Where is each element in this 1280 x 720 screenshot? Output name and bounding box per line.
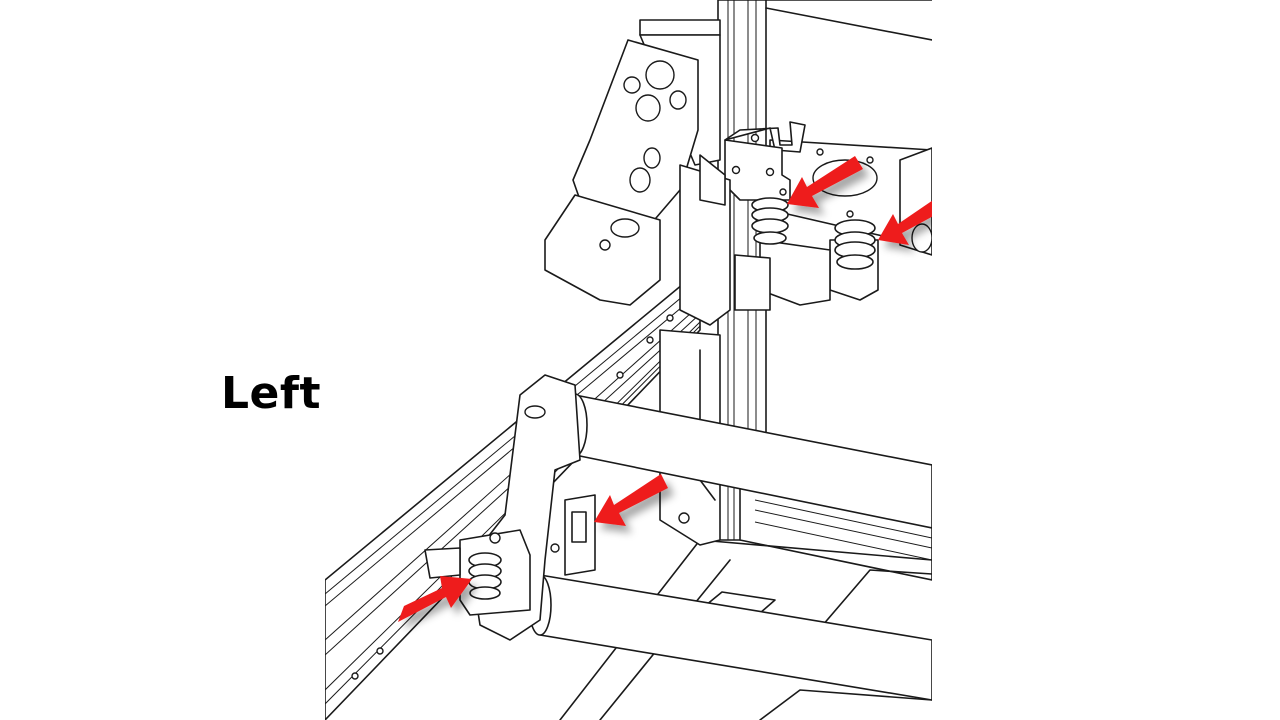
left-upper-bearing: [751, 197, 789, 245]
upper-right-bearing-arrow: [878, 200, 932, 245]
upper-idler-bracket: [724, 121, 831, 306]
upper-left-bearing-arrow: [787, 156, 863, 208]
middle-bearing-arrow: [594, 474, 668, 526]
side-label: Left: [221, 368, 322, 419]
right-bearing: [829, 219, 879, 301]
upper-corner-block: [544, 19, 771, 351]
lower-bearing: [468, 552, 502, 600]
printer-corner-line-drawing: [325, 0, 932, 720]
lower-bearing-arrow: [398, 576, 472, 622]
